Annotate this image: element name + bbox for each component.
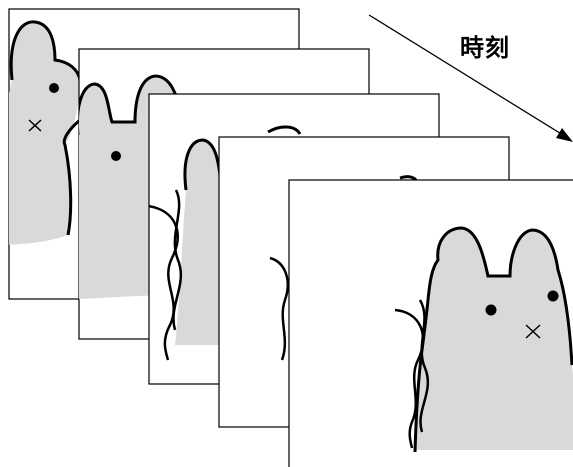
frame-5 [288, 179, 573, 467]
arrow-down-right-icon [556, 128, 573, 142]
time-label: 時刻 [460, 34, 510, 62]
time-arrow [368, 14, 573, 142]
